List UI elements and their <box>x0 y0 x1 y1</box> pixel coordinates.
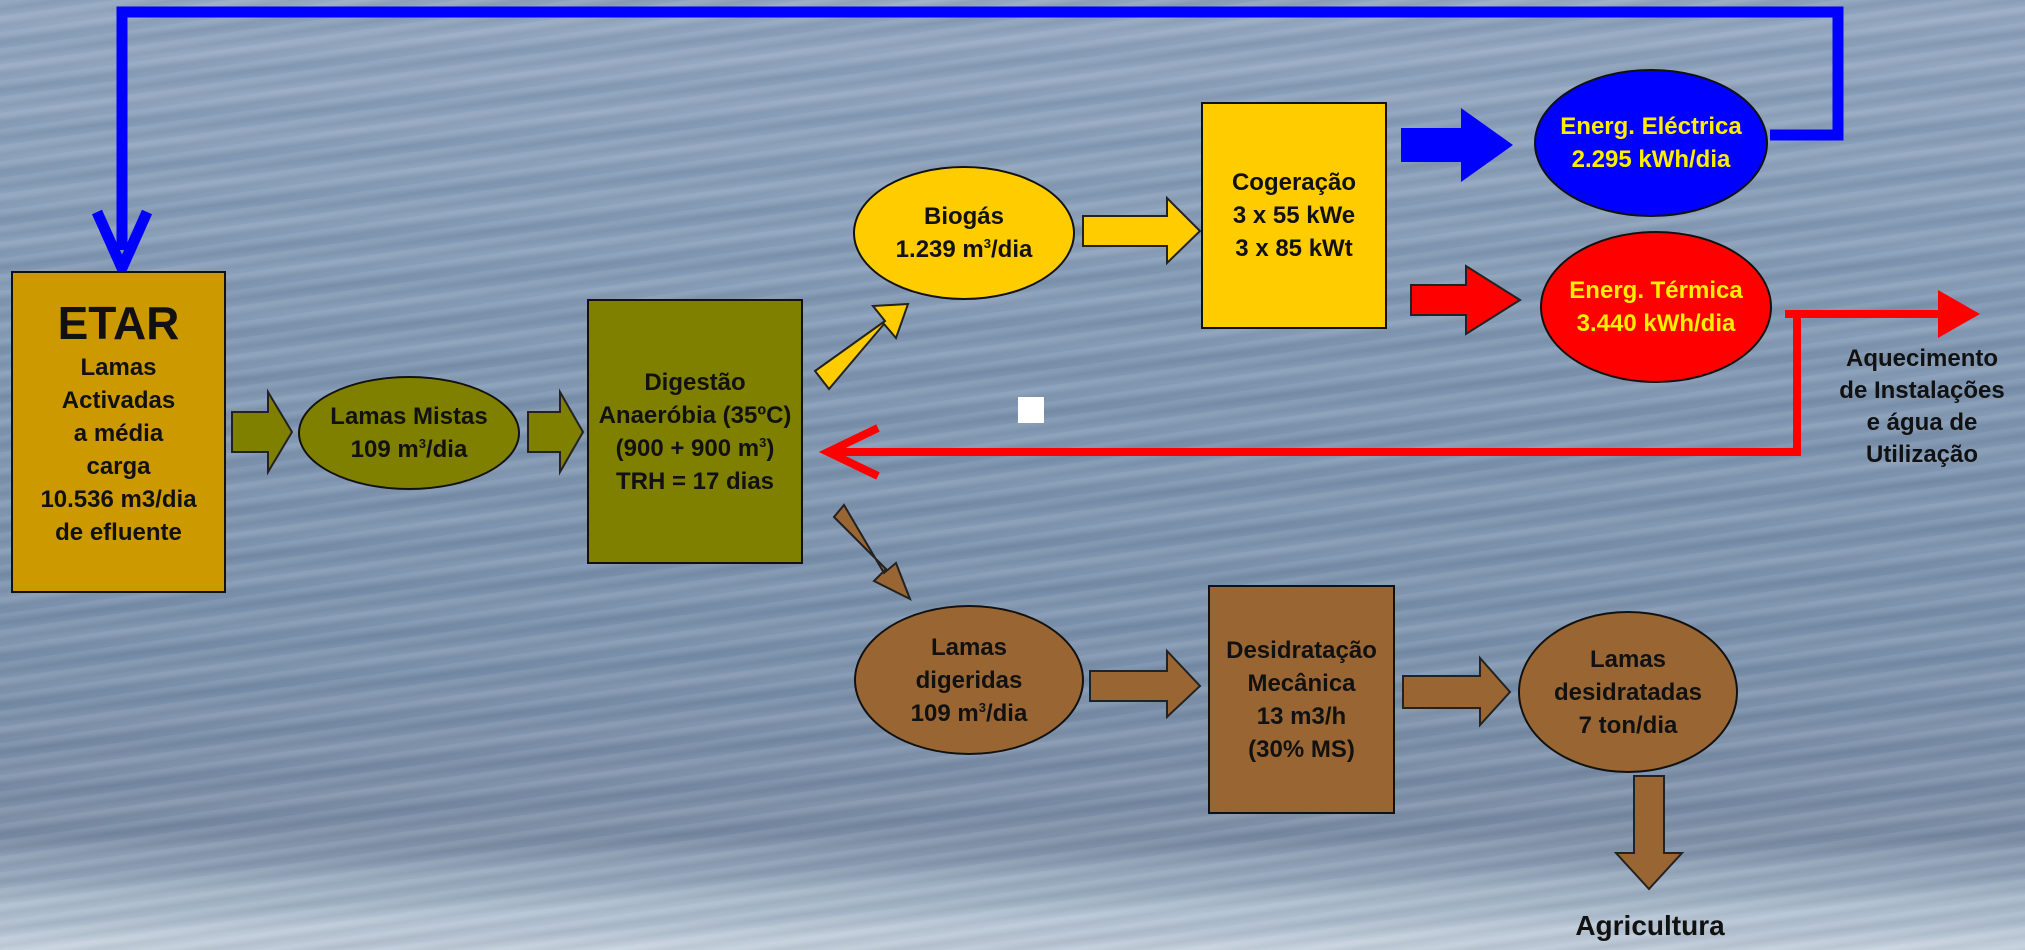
arrow-lamas-mistas-to-digestao <box>527 388 585 476</box>
lamas-digeridas-line-3: 109 m3/dia <box>910 699 1028 727</box>
lamas-digeridas-line-2: digeridas <box>915 666 1023 694</box>
digestao-line-3: (900 + 900 m3) <box>615 434 775 462</box>
energ-termica-line-2: 3.440 kWh/dia <box>1576 310 1736 337</box>
blue-feedback-line <box>116 6 1844 250</box>
etar-line-2: Activadas <box>61 387 176 414</box>
arrow-biogas-to-cogeracao <box>1082 195 1202 266</box>
desidratacao-line-2: Mecânica <box>1247 669 1356 697</box>
arrow-cogeracao-to-electrica <box>1401 108 1513 182</box>
etar-line-6: de efluente <box>55 519 182 546</box>
aquecimento-line-2: de Instalações <box>1839 377 2005 404</box>
desidratacao-line-4: (30% MS) <box>1248 735 1355 763</box>
desidratacao-line-1: Desidratação <box>1226 636 1377 664</box>
desidratacao-box: Desidratação Mecânica 13 m3/h (30% MS) <box>1208 585 1395 814</box>
lamas-desidratadas-line-1: Lamas <box>1589 645 1667 673</box>
etar-title: ETAR <box>57 297 180 349</box>
lamas-mistas-line-2: 109 m3/dia <box>350 436 468 463</box>
red-heating-arrowhead <box>1938 290 1980 338</box>
cogeracao-line-2: 3 x 55 kWe <box>1232 202 1356 229</box>
cogeracao-box: Cogeração 3 x 55 kWe 3 x 85 kWt <box>1201 102 1387 329</box>
white-square-marker <box>1018 397 1044 423</box>
lamas-desidratadas-oval: Lamas desidratadas 7 ton/dia <box>1518 611 1738 773</box>
arrow-etar-to-lamas-mistas <box>231 388 294 476</box>
arrow-digestao-to-biogas <box>813 302 910 391</box>
arrow-desidratacao-to-lamas-desidratadas <box>1402 655 1512 728</box>
red-return-arrowhead <box>818 424 880 480</box>
arrow-lamas-digeridas-to-desidratacao <box>1089 648 1202 720</box>
desidratacao-line-3: 13 m3/h <box>1256 702 1347 730</box>
lamas-digeridas-line-1: Lamas <box>930 633 1008 661</box>
digestao-box: Digestão Anaeróbia (35ºC) (900 + 900 m3)… <box>587 299 803 564</box>
digestao-line-1: Digestão <box>644 368 746 396</box>
energ-electrica-line-2: 2.295 kWh/dia <box>1571 146 1731 173</box>
lamas-mistas-line-1: Lamas Mistas <box>330 403 488 430</box>
aquecimento-line-3: e água de <box>1866 409 1978 436</box>
blue-feedback-arrowhead <box>91 209 153 282</box>
digestao-line-2: Anaeróbia (35ºC) <box>598 401 792 429</box>
digestao-line-4: TRH = 17 dias <box>615 467 775 495</box>
etar-line-4: carga <box>86 453 151 480</box>
energ-termica-line-1: Energ. Térmica <box>1569 277 1743 304</box>
cogeracao-line-1: Cogeração <box>1231 169 1357 196</box>
energ-electrica-oval: Energ. Eléctrica 2.295 kWh/dia <box>1534 69 1768 217</box>
lamas-desidratadas-line-2: desidratadas <box>1553 678 1703 706</box>
energ-electrica-line-1: Energ. Eléctrica <box>1560 113 1742 140</box>
lamas-digeridas-oval: Lamas digeridas 109 m3/dia <box>854 605 1084 755</box>
etar-box: ETAR Lamas Activadas a média carga 10.53… <box>11 271 226 593</box>
aquecimento-line-1: Aquecimento <box>1845 345 1998 372</box>
etar-line-5: 10.536 m3/dia <box>40 486 197 513</box>
lamas-desidratadas-line-3: 7 ton/dia <box>1578 711 1678 739</box>
biogas-line-1: Biogás <box>923 203 1004 230</box>
arrow-cogeracao-to-termica <box>1410 264 1522 336</box>
energ-termica-oval: Energ. Térmica 3.440 kWh/dia <box>1540 231 1772 383</box>
biogas-oval: Biogás 1.239 m3/dia <box>853 166 1075 300</box>
arrow-digestao-to-lamas-digeridas <box>832 503 912 602</box>
arrow-lamas-desidratadas-to-agricultura <box>1613 775 1685 891</box>
agricultura-label: Agricultura <box>1575 910 1725 941</box>
aquecimento-line-4: Utilização <box>1865 441 1979 468</box>
cogeracao-line-3: 3 x 85 kWt <box>1235 235 1353 262</box>
aquecimento-label: Aquecimento de Instalações e água de Uti… <box>1822 343 2022 471</box>
biogas-line-2: 1.239 m3/dia <box>895 236 1033 263</box>
lamas-mistas-oval: Lamas Mistas 109 m3/dia <box>298 376 520 490</box>
etar-line-1: Lamas <box>80 354 157 381</box>
etar-line-3: a média <box>73 420 164 447</box>
